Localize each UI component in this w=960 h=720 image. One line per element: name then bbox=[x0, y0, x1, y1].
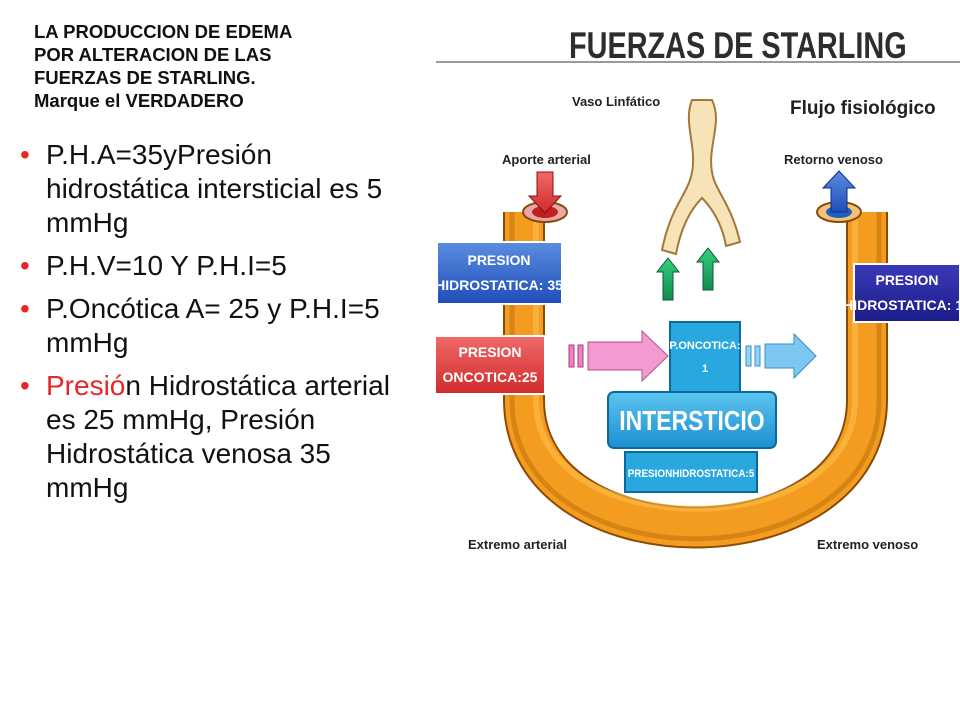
arterial-supply-arrow bbox=[527, 171, 563, 214]
option-3[interactable]: • P.Oncótica A= 25 y P.H.I=5 mmHg bbox=[18, 292, 418, 360]
bullet-icon: • bbox=[20, 370, 30, 401]
svg-text:PRESIONHIDROSTATICA:5: PRESIONHIDROSTATICA:5 bbox=[628, 469, 755, 481]
option-2[interactable]: • P.H.V=10 Y P.H.I=5 bbox=[18, 249, 418, 283]
svg-text:PRESION: PRESION bbox=[458, 344, 521, 360]
lymph-arrow-left bbox=[655, 257, 681, 301]
question-text: LA PRODUCCION DE EDEMA POR ALTERACION DE… bbox=[34, 21, 293, 111]
lymph-label: Vaso Linfático bbox=[572, 94, 660, 109]
svg-text:PRESION: PRESION bbox=[875, 272, 938, 288]
oncotic-pressure-box bbox=[434, 335, 546, 395]
venous-return-arrow bbox=[821, 170, 857, 213]
arterial-supply-label: Aporte arterial bbox=[502, 152, 591, 167]
interstitium-box bbox=[607, 391, 777, 449]
flow-label: Flujo fisiológico bbox=[790, 98, 936, 119]
bullet-icon: • bbox=[20, 139, 30, 170]
option-text: n Hidrostática arterial es 25 mmHg, Pres… bbox=[46, 370, 390, 503]
svg-text:HIDROSTATICA: 10: HIDROSTATICA: 10 bbox=[843, 297, 960, 313]
svg-text:PRESION: PRESION bbox=[467, 252, 530, 268]
diagram-title: FUERZAS DE STARLING bbox=[569, 26, 907, 67]
starling-diagram: FUERZAS DE STARLING Aporte arterial Reto… bbox=[434, 26, 960, 552]
p-oncotica-box bbox=[669, 321, 741, 393]
option-text: P.H.A=35yPresión hidrostática interstici… bbox=[46, 139, 383, 238]
option-text: P.H.V=10 Y P.H.I=5 bbox=[46, 250, 287, 281]
svg-text:HIDROSTATICA: 35: HIDROSTATICA: 35 bbox=[435, 277, 563, 293]
lymph-vessel bbox=[660, 99, 742, 256]
option-text-accent: Presió bbox=[46, 370, 126, 401]
svg-text:P.ONCOTICA:: P.ONCOTICA: bbox=[669, 340, 740, 352]
lymph-arrow-right bbox=[695, 247, 721, 291]
answer-options: • P.H.A=35yPresión hidrostática interstic… bbox=[18, 138, 418, 514]
venous-return-label: Retorno venoso bbox=[784, 152, 883, 167]
bullet-icon: • bbox=[20, 250, 30, 281]
option-4[interactable]: • Presión Hidrostática arterial es 25 mmH… bbox=[18, 369, 418, 505]
svg-text:INTERSTICIO: INTERSTICIO bbox=[619, 406, 764, 437]
svg-text:ONCOTICA:25: ONCOTICA:25 bbox=[443, 369, 538, 385]
bullet-icon: • bbox=[20, 293, 30, 324]
option-1[interactable]: • P.H.A=35yPresión hidrostática interstic… bbox=[18, 138, 418, 240]
hydrostatic-arterial-box bbox=[436, 241, 563, 305]
venous-flow-arrow bbox=[745, 332, 817, 380]
venous-end-label: Extremo venoso bbox=[817, 537, 918, 552]
option-text: P.Oncótica A= 25 y P.H.I=5 mmHg bbox=[46, 293, 380, 358]
hydrostatic-venous-box bbox=[853, 263, 960, 323]
svg-text:1: 1 bbox=[702, 363, 708, 375]
hydrostatic-interstitial-box bbox=[624, 451, 758, 493]
arterial-end-label: Extremo arterial bbox=[468, 537, 567, 552]
arterial-flow-arrow bbox=[568, 329, 669, 383]
